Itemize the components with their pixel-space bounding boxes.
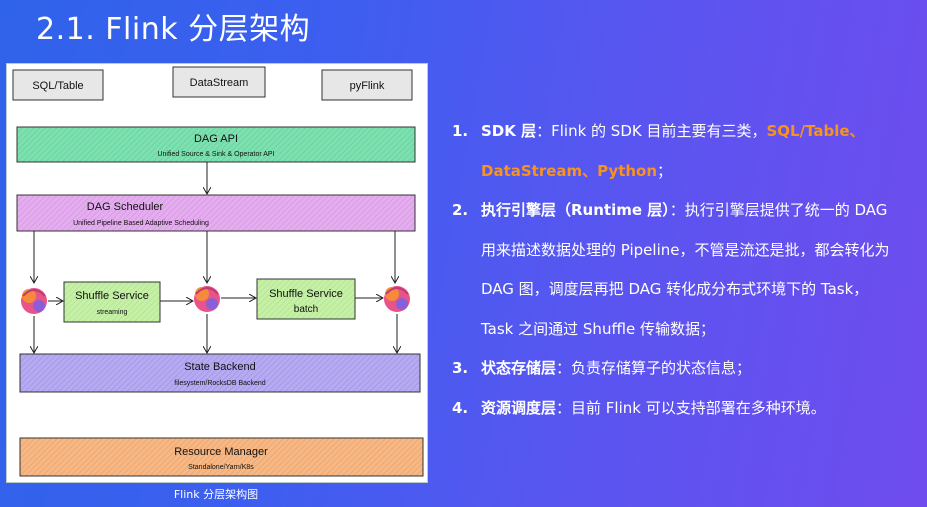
resource-manager-box: Resource Manager Standalone/Yarn/K8s — [19, 437, 424, 477]
list-item: 3. 状态存储层：负责存储算子的状态信息； — [452, 349, 924, 389]
flink-logo-icon — [194, 286, 220, 312]
list-item: 1. SDK 层：Flink 的 SDK 目前主要有三类，SQL/Table、 … — [452, 112, 924, 191]
item-number: 2. — [452, 201, 469, 219]
item-line-2: 用来描述数据处理的 Pipeline，不管是流还是批，都会转化为 — [481, 240, 890, 259]
item-text: ：执行引擎层提供了统一的 DAG — [669, 201, 888, 219]
shuffle-batch-title: Shuffle Service — [269, 288, 343, 300]
item-text: ：Flink 的 SDK 目前主要有三类， — [536, 122, 767, 140]
item-line-3: DAG 图，调度层再把 DAG 转化成分布式环境下的 Task， — [481, 280, 869, 298]
item-lead: SDK 层 — [481, 122, 537, 140]
item-highlight: SQL/Table、 — [766, 122, 865, 140]
list-item: 2. 执行引擎层（Runtime 层）：执行引擎层提供了统一的 DAG 用来描述… — [452, 191, 924, 349]
item-number: 3. — [452, 359, 469, 377]
item-tail: ； — [657, 161, 673, 180]
sql-table-box: SQL/Table — [12, 69, 104, 101]
shuffle-batch-box: Shuffle Service batch — [256, 278, 356, 320]
dag-api-title: DAG API — [194, 133, 238, 145]
item-number: 4. — [452, 398, 469, 417]
item-lead: 资源调度层 — [481, 398, 557, 417]
bullet-list: 1. SDK 层：Flink 的 SDK 目前主要有三类，SQL/Table、 … — [452, 112, 924, 428]
architecture-svg: SQL/Table DataStream pyFlink DAG API Uni… — [12, 66, 424, 477]
datastream-label: DataStream — [190, 77, 249, 89]
item-highlight-2: DataStream、Python — [481, 161, 658, 180]
flink-logo-icon — [21, 288, 47, 314]
pyflink-box: pyFlink — [321, 69, 413, 101]
shuffle-streaming-title: Shuffle Service — [75, 290, 149, 302]
item-number: 1. — [452, 122, 469, 140]
figure-caption: Flink 分层架构图 — [173, 488, 259, 501]
architecture-diagram: SQL/Table DataStream pyFlink DAG API Uni… — [6, 63, 428, 483]
shuffle-batch-subtitle: batch — [294, 304, 318, 315]
state-backend-box: State Backend filesystem/RocksDB Backend — [19, 353, 421, 393]
sql-table-label: SQL/Table — [32, 80, 83, 92]
flink-logo-icon — [384, 286, 410, 312]
dag-api-box: DAG API Unified Source & Sink & Operator… — [16, 126, 416, 163]
item-line-4: Task 之间通过 Shuffle 传输数据； — [481, 319, 715, 338]
dag-scheduler-title: DAG Scheduler — [87, 201, 164, 213]
resource-manager-subtitle: Standalone/Yarn/K8s — [188, 464, 254, 471]
item-text: ：目前 Flink 可以支持部署在多种环境。 — [556, 398, 826, 417]
shuffle-streaming-subtitle: streaming — [97, 309, 128, 316]
datastream-box: DataStream — [172, 66, 266, 98]
item-lead: 状态存储层 — [481, 359, 557, 377]
item-text: ：负责存储算子的状态信息； — [556, 359, 752, 377]
resource-manager-title: Resource Manager — [174, 446, 268, 458]
shuffle-streaming-box: Shuffle Service streaming — [63, 281, 161, 323]
state-backend-subtitle: filesystem/RocksDB Backend — [174, 380, 266, 387]
item-lead: 执行引擎层（Runtime 层） — [481, 201, 670, 219]
dag-scheduler-subtitle: Unified Pipeline Based Adaptive Scheduli… — [73, 220, 209, 227]
slide-title: 2.1. Flink 分层架构 — [36, 12, 311, 47]
list-item: 4. 资源调度层：目前 Flink 可以支持部署在多种环境。 — [452, 389, 924, 429]
dag-scheduler-box: DAG Scheduler Unified Pipeline Based Ada… — [16, 194, 416, 232]
dag-api-subtitle: Unified Source & Sink & Operator API — [157, 151, 274, 158]
pyflink-label: pyFlink — [350, 80, 385, 92]
state-backend-title: State Backend — [184, 361, 256, 373]
